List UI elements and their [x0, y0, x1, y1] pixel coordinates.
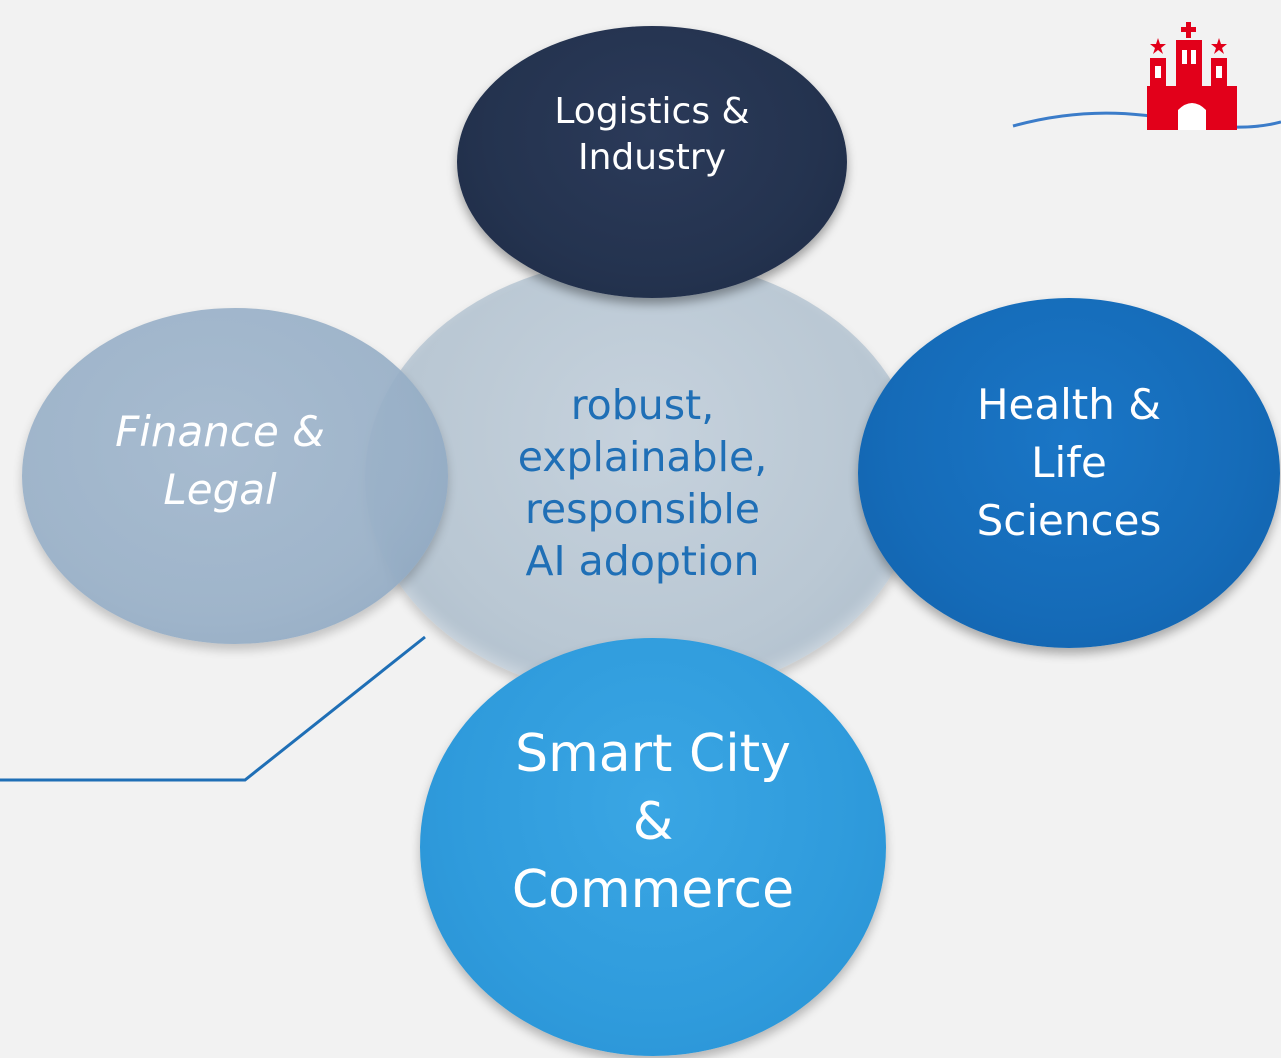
node-finance-legal: Finance & Legal	[22, 308, 448, 644]
hamburg-castle-coat-of-arms-icon	[1012, 22, 1281, 130]
center-circle: robust, explainable, responsible AI adop…	[365, 258, 920, 698]
node-finance-legal-label: Finance & Legal	[115, 407, 325, 514]
node-smart-city-commerce: Smart City & Commerce	[420, 638, 886, 1056]
node-health-life-sciences: Health & Life Sciences	[858, 298, 1280, 648]
node-logistics-industry: Logistics & Industry	[457, 26, 847, 298]
node-logistics-industry-label: Logistics & Industry	[554, 90, 750, 178]
center-label: robust, explainable, responsible AI adop…	[517, 381, 768, 585]
node-health-life-sciences-label: Health & Life Sciences	[976, 380, 1162, 545]
node-smart-city-commerce-label: Smart City & Commerce	[511, 724, 795, 920]
